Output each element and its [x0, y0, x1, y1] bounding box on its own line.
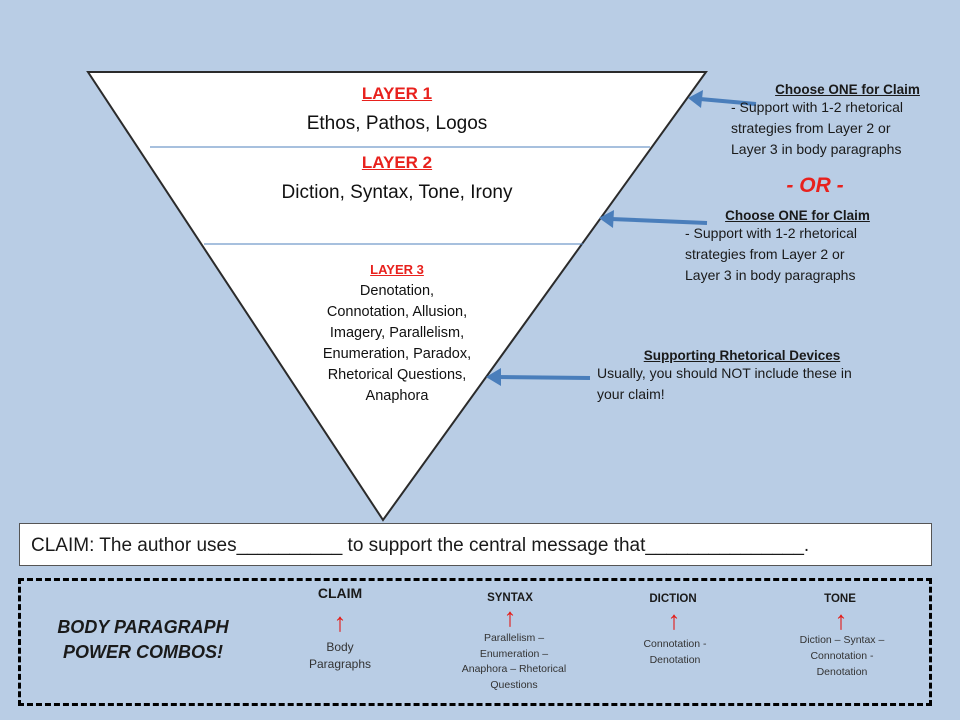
layer2-title: LAYER 2 — [361, 153, 433, 172]
note3-line: Usually, you should NOT include these in — [597, 365, 852, 381]
power-combos-title-line: POWER COMBOS! — [63, 642, 223, 662]
note2-heading: Choose ONE for Claim — [725, 208, 870, 223]
combo-diction-body: Connotation - Denotation — [620, 636, 730, 668]
combo-claim-line: Body — [326, 640, 354, 654]
combo-claim-heading: CLAIM — [317, 585, 363, 601]
power-combos-title-line: BODY PARAGRAPH — [57, 617, 229, 637]
combo-tone-heading: TONE — [824, 593, 856, 605]
power-combos-title: BODY PARAGRAPH POWER COMBOS! — [38, 615, 248, 665]
arrow-to-layer1 — [688, 90, 757, 108]
layer3-title: LAYER 3 — [370, 262, 424, 277]
claim-prefix: CLAIM: The author uses — [31, 535, 237, 556]
arrow-to-layer2 — [599, 210, 708, 228]
note3-line: your claim! — [597, 386, 665, 402]
combo-syntax-heading: SYNTAX — [487, 592, 533, 604]
combo-claim-body: Body Paragraphs — [282, 639, 398, 673]
up-arrow-icon: ↑ — [834, 605, 848, 635]
combo-syntax-line: Parallelism – — [483, 632, 545, 644]
combo-tone-line: Connotation - — [810, 650, 874, 662]
layer1-body: Ethos, Pathos, Logos — [306, 113, 488, 134]
note-layer3: Supporting Rhetorical Devices Usually, y… — [597, 348, 917, 405]
note3-heading: Supporting Rhetorical Devices — [643, 348, 841, 363]
layer1-title: LAYER 1 — [361, 84, 433, 103]
note2-line: Layer 3 in body paragraphs — [685, 267, 856, 283]
up-arrow-icon: ↑ — [333, 607, 347, 637]
note2-line: strategies from Layer 2 or — [685, 246, 845, 262]
combo-syntax-line: Enumeration – — [479, 647, 549, 660]
combo-diction-line: Connotation - — [643, 638, 707, 650]
note-layer2: Choose ONE for Claim - Support with 1-2 … — [685, 208, 910, 286]
layer3-list: Denotation, Connotation, Allusion, Image… — [287, 281, 507, 407]
layer3-item: Enumeration, Paradox, — [322, 346, 472, 362]
power-combos-box — [18, 578, 932, 706]
combo-tone-body: Diction – Syntax – Connotation - Denotat… — [780, 632, 904, 680]
layer2-body: Diction, Syntax, Tone, Irony — [281, 182, 513, 203]
inverted-triangle — [86, 71, 708, 522]
note1-line: strategies from Layer 2 or — [731, 120, 891, 136]
combo-diction-heading: DICTION — [649, 593, 697, 605]
note1-heading: Choose ONE for Claim — [775, 82, 920, 97]
combo-diction-line: Denotation — [649, 654, 701, 666]
note-layer1: Choose ONE for Claim - Support with 1-2 … — [731, 82, 956, 160]
claim-sentence-box: CLAIM: The author uses__________ to supp… — [19, 523, 932, 566]
layer3-item: Anaphora — [365, 388, 429, 404]
combo-syntax-body: Parallelism – Enumeration – Anaphora – R… — [440, 631, 588, 693]
claim-blank-message: _______________ — [645, 535, 804, 556]
claim-blank-strategy: __________ — [236, 535, 343, 556]
layer3-item: Connotation, Allusion, — [326, 304, 468, 320]
note1-line: - Support with 1-2 rhetorical — [731, 99, 903, 115]
note2-line: - Support with 1-2 rhetorical — [685, 225, 857, 241]
combo-tone-line: Denotation — [816, 666, 868, 678]
note1-line: Layer 3 in body paragraphs — [731, 141, 902, 157]
layer3-item: Denotation, — [359, 283, 435, 299]
combo-syntax-line: Anaphora – Rhetorical — [461, 663, 567, 675]
or-label: - OR - — [786, 174, 844, 197]
up-arrow-icon: ↑ — [503, 602, 517, 632]
layer3-item: Rhetorical Questions, — [327, 367, 467, 383]
combo-claim-line: Paragraphs — [308, 657, 372, 671]
claim-suffix: . — [803, 535, 810, 556]
layer3-item: Imagery, Parallelism, — [329, 325, 465, 341]
claim-middle: to support the central message that — [342, 535, 646, 556]
arrow-to-layer3 — [486, 368, 591, 386]
combo-tone-line: Diction – Syntax – — [799, 634, 885, 646]
combo-syntax-line: Questions — [490, 678, 538, 691]
up-arrow-icon: ↑ — [667, 605, 681, 635]
